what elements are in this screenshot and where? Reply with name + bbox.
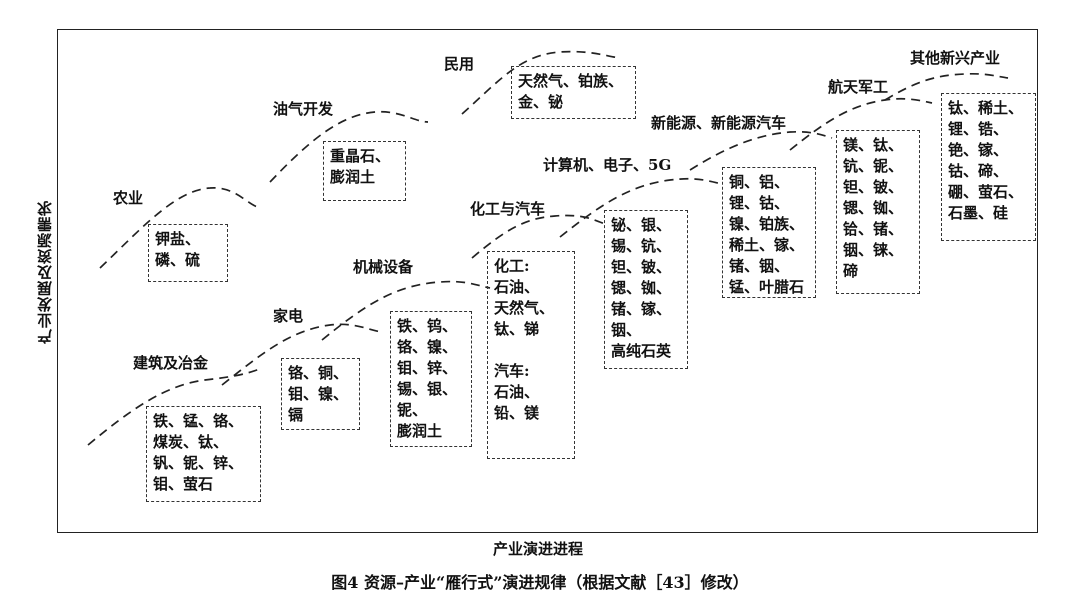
resource-line: 锰、叶腊石 bbox=[729, 278, 805, 296]
stage-label-civil: 民用 bbox=[444, 55, 475, 73]
stage-label-machinery: 机械设备 bbox=[353, 258, 414, 276]
resource-line: 铬、镍、 bbox=[397, 338, 458, 356]
stage-label-new-energy: 新能源、新能源汽车 bbox=[651, 114, 787, 132]
resource-line: 石油、 bbox=[494, 278, 540, 296]
resource-line: 铯、镓、 bbox=[948, 141, 1009, 159]
resource-line: 钴、碲、 bbox=[948, 162, 1009, 180]
resource-line: 钼、镍、 bbox=[288, 385, 349, 403]
resource-line: 钼、锌、 bbox=[397, 359, 458, 377]
curve-aerospace bbox=[789, 97, 933, 151]
resource-line: 膨润土 bbox=[397, 422, 443, 440]
resource-line: 重晶石、 bbox=[330, 147, 391, 165]
resource-line: 钛、稀土、 bbox=[948, 99, 1024, 117]
resource-line: 锂、钴、 bbox=[729, 194, 790, 212]
resource-line: 铪、锗、 bbox=[843, 220, 904, 238]
resource-box-civil: 天然气、铂族、 金、铋 bbox=[511, 66, 636, 119]
curve-home-appliances bbox=[221, 323, 383, 386]
resource-box-oil-gas: 重晶石、 膨润土 bbox=[323, 141, 406, 201]
resource-line: 钽、铍、 bbox=[843, 178, 904, 196]
resource-line: 钪、铌、 bbox=[843, 157, 904, 175]
resource-line: 钾盐、 bbox=[155, 230, 201, 248]
resource-line: 钛、锑 bbox=[494, 320, 540, 338]
resource-line: 铌、 bbox=[397, 401, 428, 419]
resource-box-agriculture: 钾盐、 磷、硫 bbox=[148, 224, 228, 282]
resource-box-construction: 铁、锰、铬、 煤炭、钛、 钒、铌、锌、 钼、萤石 bbox=[146, 406, 261, 502]
resource-line: 镁、钛、 bbox=[843, 136, 904, 154]
resource-line: 金、铋 bbox=[518, 93, 564, 111]
resource-line: 稀土、镓、 bbox=[729, 236, 805, 254]
resource-line: 煤炭、钛、 bbox=[153, 433, 229, 451]
resource-line: 锂、锆、 bbox=[948, 120, 1009, 138]
resource-line: 硼、萤石、 bbox=[948, 183, 1024, 201]
resource-box-aerospace: 镁、钛、 钪、铌、 钽、铍、 锶、铷、 铪、锗、 铟、铼、 碲 bbox=[836, 130, 920, 294]
resource-line: 膨润土 bbox=[330, 168, 376, 186]
resource-line: 镍、铂族、 bbox=[729, 215, 805, 233]
resource-line: 石油、 bbox=[494, 383, 540, 401]
curve-machinery bbox=[321, 280, 491, 341]
resource-box-chemical-auto: 化工: 石油、 天然气、 钛、锑 汽车: 石油、 铅、镁 bbox=[487, 251, 575, 459]
resource-line: 汽车: bbox=[494, 362, 530, 380]
x-axis-label: 产业演进进程 bbox=[493, 540, 584, 558]
curve-computer bbox=[559, 177, 723, 238]
stage-label-oil-gas: 油气开发 bbox=[273, 100, 334, 118]
figure-caption: 图4 资源–产业“雁行式”演进规律（根据文献［43］修改） bbox=[331, 573, 749, 592]
resource-box-other-emerging: 钛、稀土、 锂、锆、 铯、镓、 钴、碲、 硼、萤石、 石墨、硅 bbox=[941, 93, 1036, 241]
resource-box-new-energy: 铜、铝、 锂、钴、 镍、铂族、 稀土、镓、 锗、铟、 锰、叶腊石 bbox=[722, 167, 816, 298]
resource-line: 锡、银、 bbox=[397, 380, 458, 398]
resource-line: 钽、铍、 bbox=[611, 258, 672, 276]
resource-line: 铋、银、 bbox=[611, 216, 672, 234]
y-axis-label: 产业发展及资源需求 bbox=[36, 200, 54, 344]
resource-line: 镉 bbox=[288, 406, 304, 424]
resource-line: 铟、 bbox=[611, 321, 642, 339]
resource-line: 锡、钪、 bbox=[611, 237, 672, 255]
resource-line: 铁、钨、 bbox=[397, 317, 458, 335]
resource-line: 锗、铟、 bbox=[729, 257, 790, 275]
curve-construction bbox=[87, 367, 263, 446]
stage-label-computer: 计算机、电子、5G bbox=[543, 156, 672, 174]
resource-box-home-appliances: 铬、铜、 钼、镍、 镉 bbox=[281, 358, 360, 430]
curve-oil-gas bbox=[269, 111, 429, 183]
resource-line: 铟、铼、 bbox=[843, 241, 904, 259]
stage-label-home-appliances: 家电 bbox=[273, 307, 304, 325]
resource-line: 磷、硫 bbox=[155, 251, 201, 269]
resource-line: 天然气、 bbox=[494, 299, 555, 317]
resource-box-machinery: 铁、钨、 铬、镍、 钼、锌、 锡、银、 铌、 膨润土 bbox=[390, 311, 472, 447]
stage-label-chemical-auto: 化工与汽车 bbox=[470, 200, 546, 218]
resource-line: 锶、铷、 bbox=[611, 279, 672, 297]
resource-line: 天然气、铂族、 bbox=[518, 72, 624, 90]
resource-line: 铜、铝、 bbox=[729, 173, 790, 191]
resource-line: 钒、铌、锌、 bbox=[153, 454, 244, 472]
diagram-frame bbox=[57, 29, 1038, 533]
resource-line: 钼、萤石 bbox=[153, 475, 214, 493]
stage-label-aerospace: 航天军工 bbox=[828, 78, 889, 96]
curve-chemical-auto bbox=[471, 214, 606, 259]
resource-line: 铬、铜、 bbox=[288, 364, 349, 382]
resource-line: 锗、镓、 bbox=[611, 300, 672, 318]
resource-line: 铅、镁 bbox=[494, 404, 540, 422]
curve-new-energy bbox=[689, 130, 833, 171]
resource-line: 碲 bbox=[843, 262, 859, 280]
curve-civil bbox=[461, 50, 621, 115]
stage-label-agriculture: 农业 bbox=[113, 189, 144, 207]
stage-label-construction: 建筑及冶金 bbox=[133, 354, 209, 372]
resource-line: 锶、铷、 bbox=[843, 199, 904, 217]
resource-line: 化工: bbox=[494, 257, 530, 275]
stage-label-other-emerging: 其他新兴产业 bbox=[910, 49, 1001, 67]
resource-line: 石墨、硅 bbox=[948, 204, 1009, 222]
resource-line: 高纯石英 bbox=[611, 342, 672, 360]
resource-box-computer: 铋、银、 锡、钪、 钽、铍、 锶、铷、 锗、镓、 铟、 高纯石英 bbox=[604, 210, 688, 369]
resource-line: 铁、锰、铬、 bbox=[153, 412, 244, 430]
